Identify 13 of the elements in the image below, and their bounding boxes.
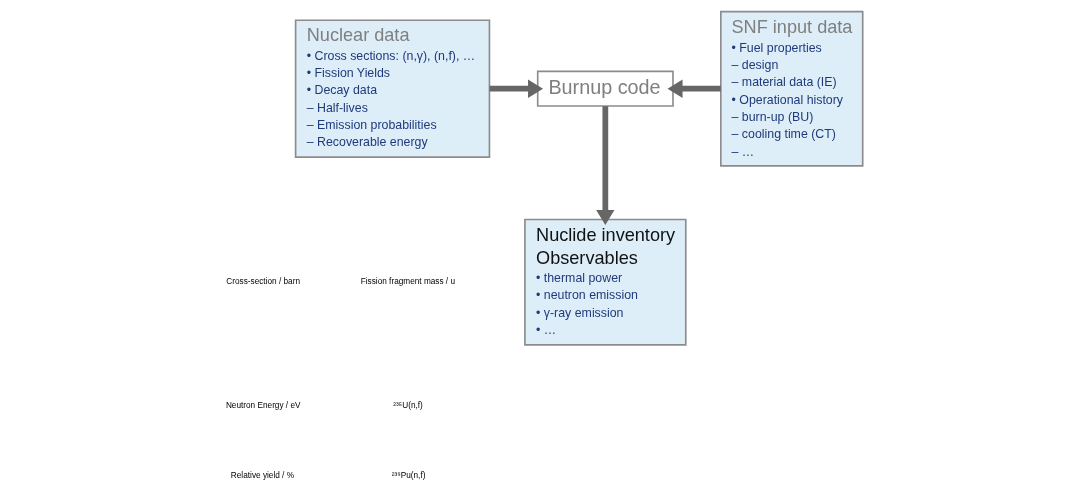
node-box: Burnup code [536,70,674,107]
label: Neutron Energy / eV [225,401,301,411]
label: ²³⁵U(n,f) [392,401,423,411]
arrow [667,79,721,98]
node-box: Nuclide inventory Observables • thermal power • neutron emission • γ-ray emission • … [523,218,687,346]
label: ²³⁹Pu(n,f) [391,470,425,480]
arrow [595,106,615,225]
label: Fission fragment mass / u [360,277,455,287]
arrow [489,79,543,98]
label: Cross-section / barn [225,277,300,287]
node-box: SNF input data • Fuel properties – design – material data (IE) • Operational history – burn-up (BU) – cooling time (CT) – … [719,10,864,167]
label: Relative yield / % [230,470,294,480]
node-box: Nuclear data • Cross sections: (n,γ), (n,f), … • Fission Yields • Decay data – Half-lives – Emission probabilities – Recoverable energy [294,19,490,158]
